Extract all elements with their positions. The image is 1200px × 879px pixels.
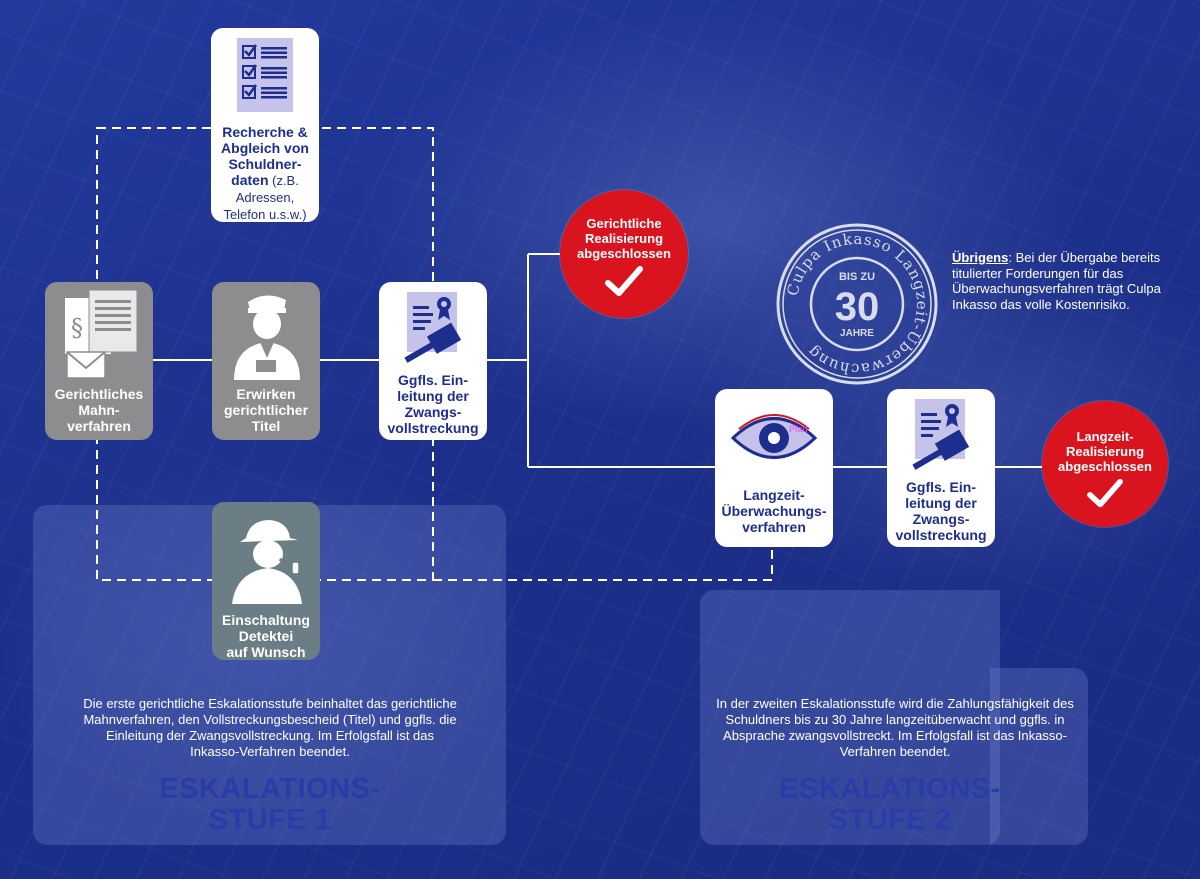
zwangsvollstreckung-label-2: Ggfls. Ein- leitung der Zwangs- vollstre… (895, 479, 987, 543)
stage1-heading: ESKALATIONS- STUFE 1 (159, 773, 381, 836)
detektei-card: Einschaltung Detektei auf Wunsch (212, 502, 320, 660)
stamp-top: BIS ZU (839, 271, 875, 283)
langzeit-realisierung-circle: Langzeit- Realisierung abgeschlossen (1042, 401, 1168, 527)
recherche-card: Recherche & Abgleich von Schuldner- date… (211, 28, 319, 222)
pfad-tag: Pfad (789, 424, 808, 434)
officer-icon (234, 295, 300, 380)
note-highlight: Übrigens (952, 250, 1009, 265)
stage2-heading: ESKALATIONS- STUFE 2 (779, 773, 1001, 836)
zwangsvollstreckung-label-1: Ggfls. Ein- leitung der Zwangs- vollstre… (387, 372, 479, 436)
stage1-description: Die erste gerichtliche Eskalationsstufe … (83, 696, 457, 759)
stage2-panel-extension (990, 668, 1088, 845)
solid-connectors (153, 253, 1042, 468)
dashed-frame (96, 127, 773, 581)
document-envelope-icon: § (65, 289, 138, 379)
gerichtliche-realisierung-circle: Gerichtliche Realisierung abgeschlossen (560, 190, 688, 318)
culpa-stamp-icon: Culpa Inkasso Langzeit-Überwachung BIS Z… (776, 223, 938, 385)
checklist-icon (237, 38, 293, 112)
mahnverfahren-label: Gerichtliches Mahn- verfahren (54, 386, 144, 434)
gavel-document-icon (912, 399, 970, 470)
zwangsvollstreckung-card-2: Ggfls. Ein- leitung der Zwangs- vollstre… (887, 389, 995, 547)
recherche-label: Recherche & Abgleich von Schuldner- date… (221, 124, 309, 223)
checkmark-icon (1087, 478, 1123, 508)
titel-card: Erwirken gerichtlicher Titel (212, 282, 320, 440)
gerichtliche-realisierung-label: Gerichtliche Realisierung abgeschlossen (577, 216, 671, 261)
recherche-detail: (z.B. Adressen, Telefon u.s.w.) (223, 173, 307, 222)
note-body: : Bei der Übergabe bereits titulierter F… (952, 250, 1161, 312)
recherche-title: Recherche & Abgleich von Schuldner- date… (221, 124, 309, 188)
mahnverfahren-card: § Gerichtliches Mahn- verfahren (45, 282, 153, 440)
svg-text:§: § (71, 314, 83, 342)
stamp-bottom: JAHRE (840, 328, 874, 339)
gavel-document-icon (404, 292, 462, 363)
stamp-number: 30 (835, 285, 880, 329)
stage2-description: In der zweiten Eskalationsstufe wird die… (716, 696, 1074, 759)
langzeit-realisierung-label: Langzeit- Realisierung abgeschlossen (1058, 429, 1152, 474)
ueberwachung-card: Langzeit- Überwachungs- verfahren (715, 389, 833, 547)
stage2-panel (700, 590, 1000, 845)
detektei-label: Einschaltung Detektei auf Wunsch (222, 612, 310, 660)
titel-label: Erwirken gerichtlicher Titel (223, 386, 309, 434)
detective-icon (232, 520, 302, 604)
note-text: Übrigens: Bei der Übergabe bereits titul… (952, 250, 1167, 312)
checkmark-icon (605, 266, 643, 296)
zwangsvollstreckung-card-1: Ggfls. Ein- leitung der Zwangs- vollstre… (379, 282, 487, 440)
ueberwachung-label: Langzeit- Überwachungs- verfahren (721, 487, 827, 535)
eye-icon (730, 414, 818, 459)
